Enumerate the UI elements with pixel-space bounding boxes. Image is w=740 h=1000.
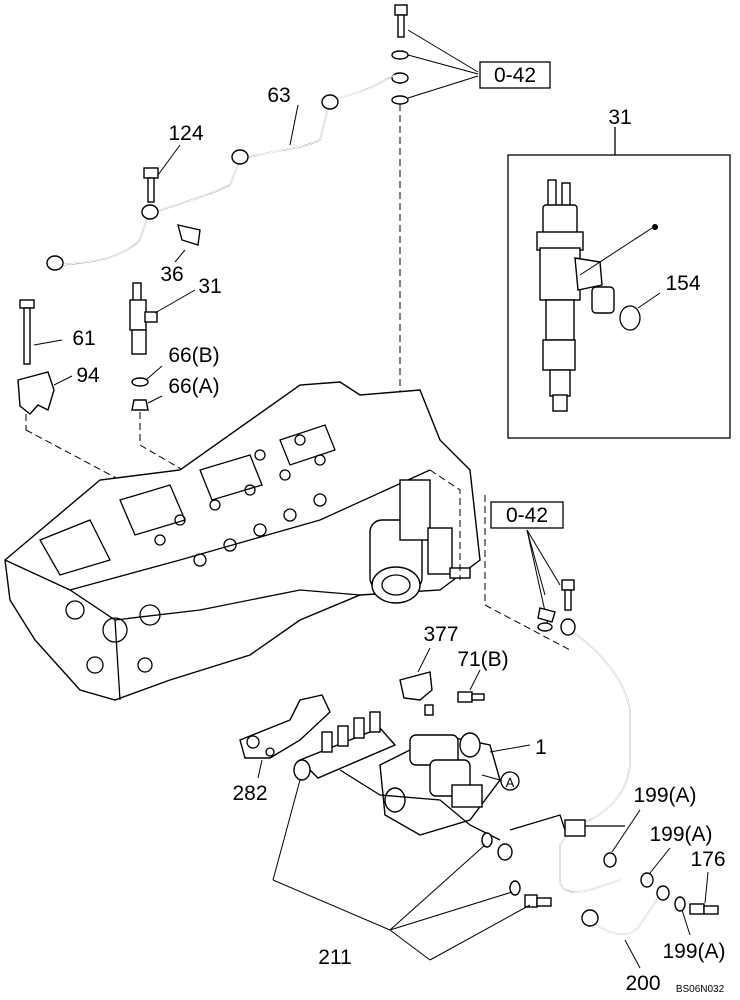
bolt-176 — [689, 871, 719, 915]
callout-63: 63 — [267, 84, 290, 107]
washer-66b — [131, 365, 163, 387]
drawing-code: BS06N032 — [676, 984, 725, 995]
washer-199a-2 — [640, 847, 671, 888]
bolt-124 — [143, 144, 181, 203]
stud-61 — [19, 299, 63, 365]
callout-94: 94 — [76, 364, 100, 387]
callout-31-inset: 31 — [608, 106, 631, 129]
injector-31 — [129, 282, 196, 355]
washer-199a-1 — [603, 809, 641, 868]
callout-154: 154 — [665, 272, 700, 295]
supply-pump-1 — [379, 732, 531, 836]
callout-377: 377 — [423, 623, 458, 646]
clamp-94 — [17, 371, 73, 415]
washer-66a — [131, 395, 163, 411]
cylinder-head — [4, 381, 481, 701]
injector-detail-inset — [507, 127, 731, 439]
common-rail-bracket-282 — [239, 694, 331, 779]
leak-off-pipe-63 — [46, 74, 396, 271]
callout-36: 36 — [160, 263, 183, 286]
fuel-pipe-211 — [272, 769, 552, 961]
callout-211: 211 — [318, 946, 351, 969]
bolt-71b — [424, 669, 485, 716]
callout-71b: 71(B) — [457, 648, 508, 671]
callout-176: 176 — [690, 848, 725, 871]
bracket-36 — [174, 224, 201, 263]
callout-200: 200 — [625, 972, 660, 995]
callout-124: 124 — [168, 122, 203, 145]
bracket-377 — [399, 647, 433, 701]
callout-1: 1 — [535, 736, 547, 759]
common-rail — [293, 711, 397, 781]
ref-box-mid — [490, 501, 564, 529]
callout-66b: 66(B) — [168, 344, 219, 367]
pipe-200 — [581, 885, 670, 969]
callout-31: 31 — [198, 275, 221, 298]
ref-label-top: 0-42 — [494, 64, 536, 87]
ref-box-top — [479, 61, 551, 89]
o-ring-154 — [619, 305, 641, 331]
fuel-pipe-rail-to-pump — [484, 495, 631, 893]
callout-199a-1: 199(A) — [633, 784, 696, 807]
callout-A: A — [506, 775, 515, 790]
injector-detail — [536, 179, 658, 412]
callout-199a-3: 199(A) — [662, 940, 725, 963]
washer-199a-3 — [674, 896, 691, 936]
callout-66a: 66(A) — [168, 375, 219, 398]
callout-61: 61 — [72, 327, 95, 350]
ref-label-mid: 0-42 — [506, 504, 548, 527]
callout-199a-2: 199(A) — [649, 823, 712, 846]
top-bolt-assembly — [391, 4, 479, 455]
callout-282: 282 — [232, 782, 267, 805]
